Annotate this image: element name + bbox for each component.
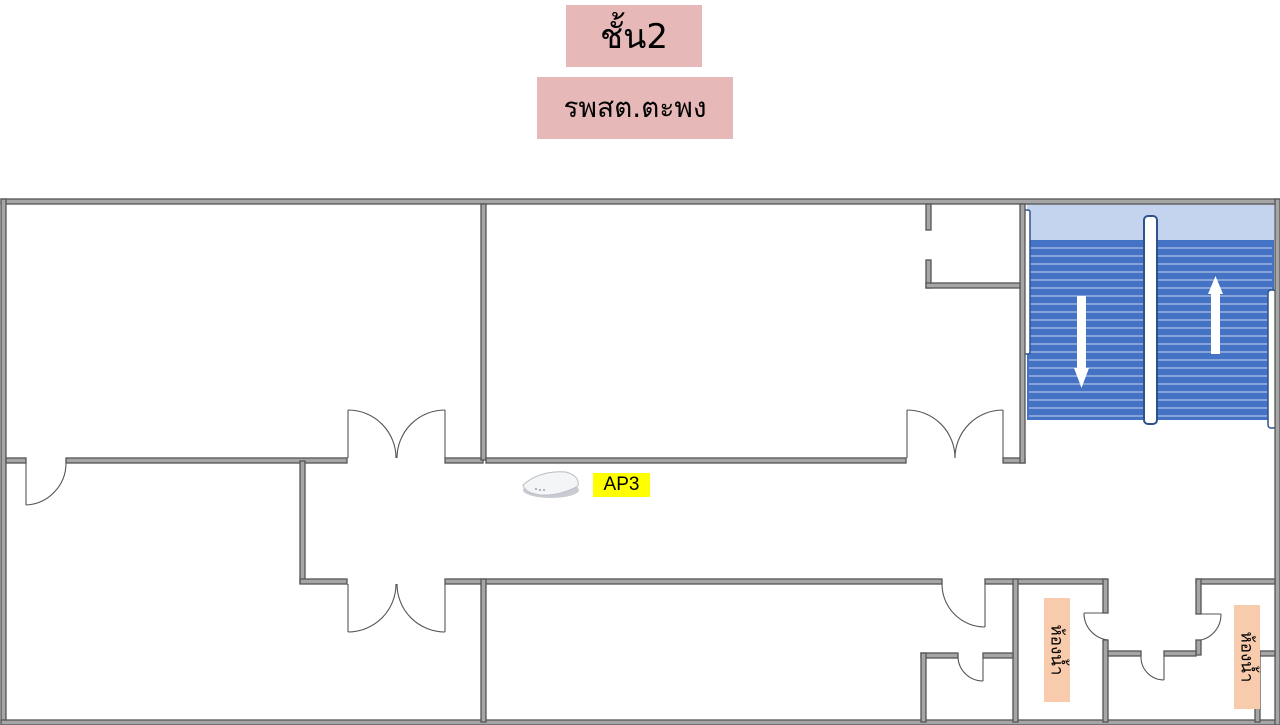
hospital-title: รพสต.ตะพง: [537, 77, 733, 139]
restroom2-wall-bottom-a: [1107, 650, 1142, 657]
door-small-room: [957, 657, 984, 682]
restroom2-wall-left-a: [1195, 578, 1202, 615]
down-arrow-icon: [1074, 296, 1089, 388]
restroom1-wall-right-b: [1102, 639, 1109, 723]
wall-left-upper-c: [444, 457, 484, 464]
restroom-label-1: ห้องน้ำ: [1044, 598, 1070, 702]
restroom2-wall-bottom-c: [1163, 650, 1197, 657]
corridor-bottom-b: [444, 578, 943, 585]
wall-vertical-center-bottom: [480, 578, 487, 723]
outer-wall-right: [1274, 198, 1280, 725]
door-restroom-1: [1083, 612, 1109, 641]
outer-wall-left: [0, 198, 7, 725]
door-restroom-2: [1200, 613, 1222, 641]
up-arrow-icon: [1208, 276, 1223, 354]
closet-wall-a: [925, 203, 932, 231]
access-point-label: AP3: [593, 473, 650, 497]
double-door-middle-top: [906, 409, 1004, 459]
outer-wall-bottom: [0, 719, 1280, 725]
small-room-top-b: [982, 652, 1014, 659]
restroom-label-1-text: ห้องน้ำ: [1046, 624, 1067, 676]
small-room-left: [920, 652, 927, 723]
double-door-left-bottom: [347, 583, 446, 633]
floor-title: ชั้น2: [566, 5, 702, 67]
floor-title-text: ชั้น2: [600, 17, 668, 57]
stair-railing-center: [1143, 215, 1158, 425]
door-bottom-right-room: [941, 583, 986, 628]
wall-left-upper-a: [5, 457, 27, 464]
restroom1-wall-left: [1012, 578, 1019, 723]
doors: [25, 409, 1222, 682]
wall-stair-left: [1019, 203, 1026, 464]
restroom2-wall-left-b: [1195, 639, 1202, 656]
hospital-title-text: รพสต.ตะพง: [563, 91, 707, 124]
wall-vertical-center-top: [480, 203, 487, 461]
wall-middle-bottom: [485, 457, 907, 464]
corridor-bottom-d: [1195, 578, 1276, 585]
door-restroom-2-lower: [1140, 655, 1165, 681]
corridor-bottom-a: [299, 578, 348, 585]
closet-wall-bottom: [925, 282, 1021, 289]
walls: [0, 198, 1280, 725]
corridor-bottom-c: [984, 578, 1107, 585]
double-door-left-top: [347, 409, 446, 459]
wireless-access-point-icon: [522, 471, 579, 498]
wall-left-upper-b: [65, 457, 348, 464]
access-point-label-text: AP3: [603, 474, 640, 495]
staircase: [1023, 204, 1277, 429]
restroom-label-2: ห้องน้ำ: [1234, 605, 1260, 709]
door-left-room: [25, 462, 67, 506]
corridor-wall-left: [299, 460, 306, 584]
outer-wall-top: [0, 198, 1280, 205]
restroom1-wall-right-a: [1102, 578, 1109, 614]
restroom-label-2-text: ห้องน้ำ: [1236, 631, 1257, 683]
